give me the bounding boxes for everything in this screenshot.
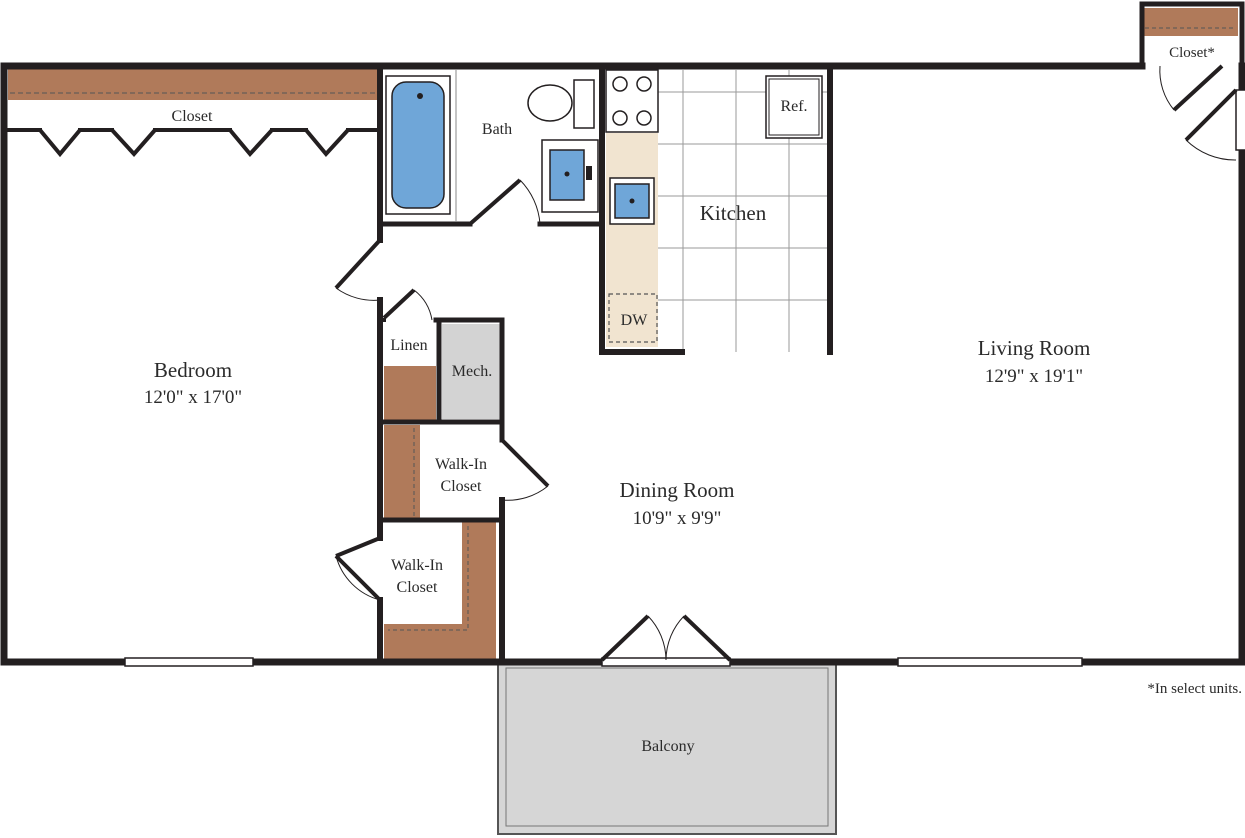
bath-sink xyxy=(541,139,599,213)
dishwasher xyxy=(608,293,658,343)
entry-closet-shelf xyxy=(1143,8,1238,36)
linen-shelf xyxy=(384,366,436,421)
kitchen-label: Kitchen xyxy=(700,201,767,225)
bedroom-closet-shelf xyxy=(8,69,378,100)
footnote: *In select units. xyxy=(1147,681,1242,697)
bedroom-dimensions: 12'0" x 17'0" xyxy=(144,387,242,408)
dining-room-dimensions: 10'9" x 9'9" xyxy=(633,508,722,529)
dishwasher-label: DW xyxy=(621,312,649,329)
walkin-closet-1-shelf xyxy=(384,425,420,518)
refrigerator xyxy=(765,75,823,139)
toilet xyxy=(527,79,595,129)
stove xyxy=(605,69,659,133)
walkin-closet-1-label-line1: Walk-In xyxy=(435,456,487,473)
doors xyxy=(38,64,1238,662)
windows xyxy=(124,89,1245,667)
kitchen-sink xyxy=(609,177,655,225)
mech-room-fill xyxy=(442,324,500,419)
balcony-label: Balcony xyxy=(641,738,694,755)
entry-closet-label: Closet* xyxy=(1169,45,1215,61)
bedroom-closet-label: Closet xyxy=(172,108,213,125)
kitchen-counter xyxy=(606,133,658,347)
linen-label: Linen xyxy=(390,337,427,354)
mech-label: Mech. xyxy=(452,363,492,380)
walkin-closet-2-shelf xyxy=(384,520,496,660)
walls xyxy=(0,1,1245,666)
walkin-closet-1-label-line2: Closet xyxy=(441,478,482,495)
living-room-dimensions: 12'9" x 19'1" xyxy=(985,366,1083,387)
bedroom-label: Bedroom xyxy=(154,358,232,382)
balcony xyxy=(497,661,837,835)
dining-room-label: Dining Room xyxy=(620,478,735,502)
bathtub xyxy=(385,75,451,215)
refrigerator-label: Ref. xyxy=(780,98,807,115)
living-room-label: Living Room xyxy=(978,336,1091,360)
bath-label: Bath xyxy=(482,121,512,138)
walkin-closet-2-label-line1: Walk-In xyxy=(391,557,443,574)
walkin-closet-2-label-line2: Closet xyxy=(397,579,438,596)
